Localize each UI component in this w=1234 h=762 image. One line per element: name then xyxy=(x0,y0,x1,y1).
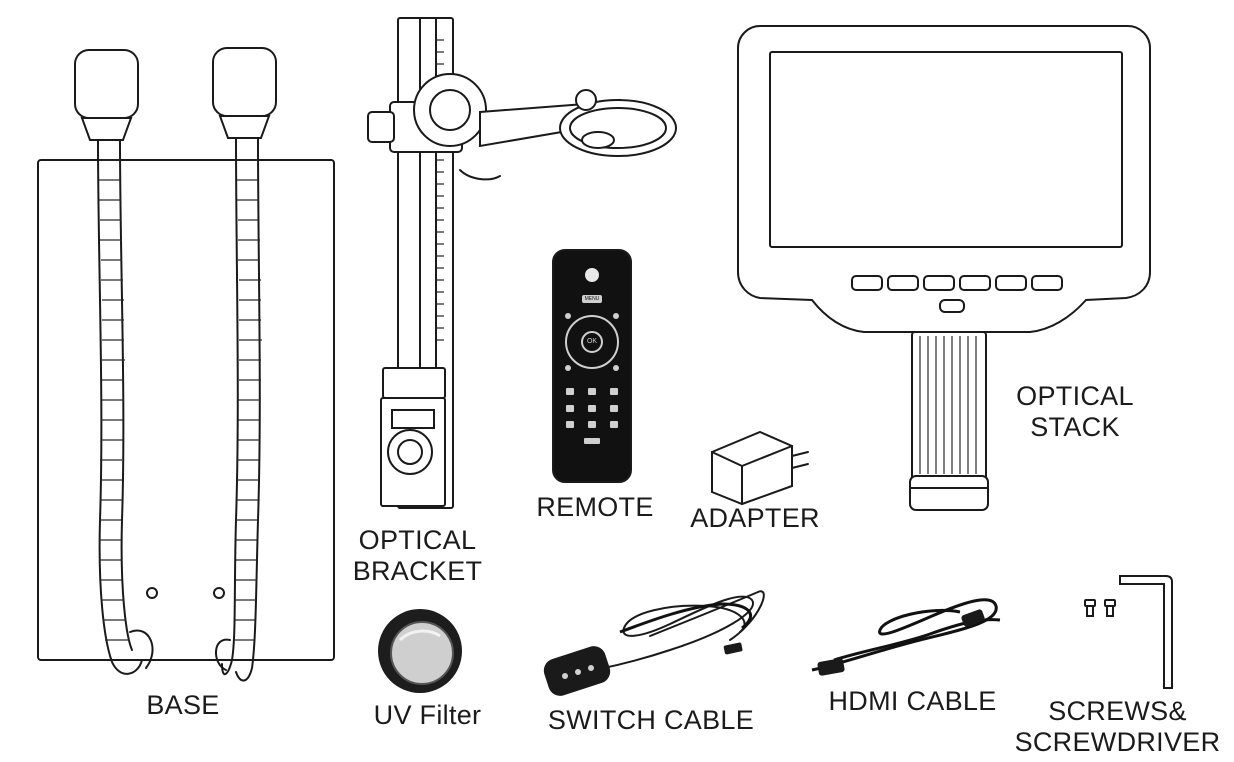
screws-screwdriver-label: SCREWS& SCREWDRIVER xyxy=(1005,696,1230,758)
hdmi-cable-label: HDMI CABLE xyxy=(828,686,997,716)
adapter-illustration xyxy=(711,430,809,506)
optical-stack-label-line-1: OPTICAL xyxy=(1016,381,1134,411)
left-lamp-icon xyxy=(74,49,154,675)
right-lamp-icon xyxy=(212,47,277,682)
optical-bracket-label-line-2: BRACKET xyxy=(352,556,483,586)
remote-illustration xyxy=(552,249,632,483)
uv-filter-illustration xyxy=(378,609,462,693)
optical-bracket-label-line-1: OPTICAL xyxy=(358,525,477,555)
optical-bracket-illustration xyxy=(367,17,677,509)
hdmi-cable-illustration xyxy=(811,598,1001,676)
base-label: BASE xyxy=(146,690,220,720)
adapter-label: ADAPTER xyxy=(690,503,820,533)
remote-label: REMOTE xyxy=(536,492,654,522)
hex-key-icon xyxy=(1119,575,1173,689)
uv-filter-label: UV Filter xyxy=(373,700,482,730)
optical-stack-illustration xyxy=(737,25,1151,511)
screw-icon xyxy=(1104,599,1116,617)
remote-menu-button-label: MENU xyxy=(584,296,600,302)
base-illustration xyxy=(37,47,335,682)
remote-ok-button-label: OK xyxy=(586,338,598,345)
screws-label-line-2: SCREWDRIVER xyxy=(1014,727,1221,757)
optical-stack-label: OPTICAL STACK xyxy=(1005,381,1145,443)
screws-screwdriver-illustration xyxy=(1084,575,1173,689)
optical-stack-label-line-2: STACK xyxy=(1030,412,1120,442)
switch-cable-label: SWITCH CABLE xyxy=(547,705,755,735)
screws-label-line-1: SCREWS& xyxy=(1048,696,1187,726)
screw-icon xyxy=(1084,599,1096,617)
optical-bracket-label: OPTICAL BRACKET xyxy=(340,525,495,587)
monitor-button-row xyxy=(851,275,1063,313)
switch-cable-illustration xyxy=(543,590,765,696)
